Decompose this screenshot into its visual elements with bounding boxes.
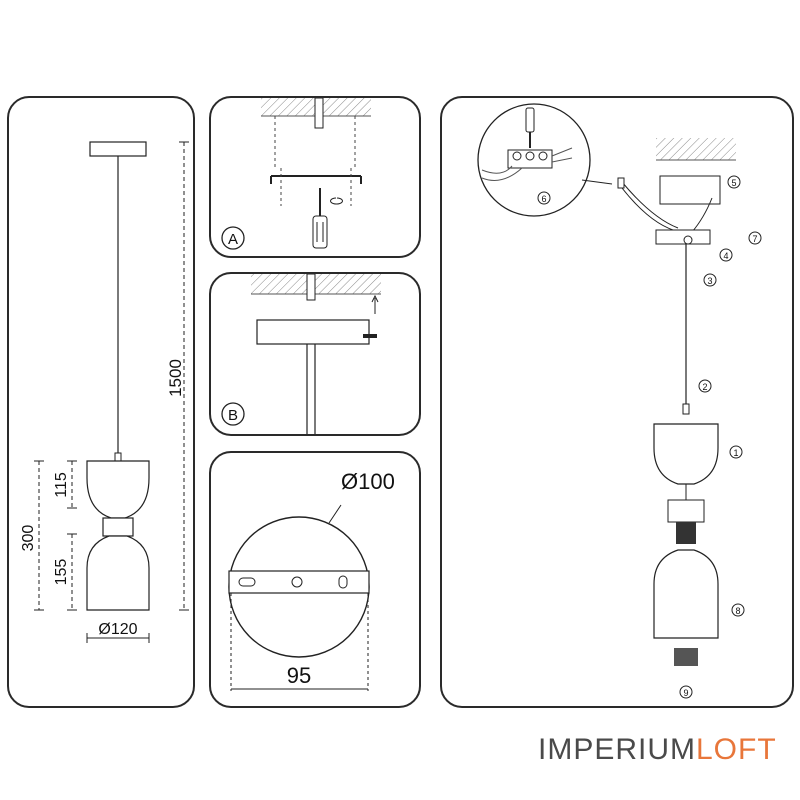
cord-grip bbox=[114, 452, 122, 462]
step-1-label: 1 bbox=[733, 448, 738, 458]
total-height-label: 1500 bbox=[166, 359, 185, 397]
step-7-label: 7 bbox=[752, 234, 757, 244]
ceiling-hook bbox=[314, 98, 324, 129]
step-5-label: 5 bbox=[731, 178, 736, 188]
step-a-panel: A bbox=[209, 96, 421, 258]
mount-width-label: 95 bbox=[287, 663, 311, 688]
bottom-part-label: 155 bbox=[53, 559, 70, 586]
brand-logo: IMPERIUMLOFT bbox=[538, 733, 777, 767]
socket-thread bbox=[676, 522, 696, 544]
screwdriver-icon bbox=[312, 188, 328, 249]
brand-part2: LOFT bbox=[696, 733, 777, 766]
upper-shade bbox=[86, 460, 150, 519]
top-part-label: 115 bbox=[53, 472, 70, 498]
lamp-dimension-drawing: 1500 300 115 155 Ø120 bbox=[20, 141, 189, 643]
screwdriver-icon bbox=[525, 107, 535, 148]
lower-shade bbox=[86, 535, 150, 611]
step-b-drawing: B bbox=[221, 274, 381, 434]
socket bbox=[667, 499, 705, 523]
ceiling bbox=[251, 274, 381, 294]
canopy-plate bbox=[256, 319, 370, 345]
shade-height-label: 300 bbox=[20, 525, 37, 552]
dimensions-panel: 1500 300 115 155 Ø120 bbox=[7, 96, 195, 708]
step-a-drawing: A bbox=[221, 98, 371, 250]
canopy bbox=[655, 229, 711, 245]
step-b-label: B bbox=[228, 407, 238, 424]
diameter-label: Ø120 bbox=[98, 621, 137, 638]
brand-part1: IMPERIUM bbox=[538, 733, 696, 766]
base-drawing: Ø100 95 bbox=[228, 469, 395, 691]
ceiling bbox=[656, 138, 736, 160]
assembly-drawing: 6 5 7 4 3 2 1 bbox=[477, 103, 762, 699]
step-4-label: 4 bbox=[723, 251, 728, 261]
step-9-label: 9 bbox=[683, 688, 688, 698]
step-2-label: 2 bbox=[702, 382, 707, 392]
step-a-label: A bbox=[228, 231, 238, 248]
screw-icon bbox=[363, 334, 377, 338]
rotate-icon bbox=[330, 197, 343, 205]
base-diameter-label: Ø100 bbox=[341, 469, 395, 494]
step-8-label: 8 bbox=[735, 606, 740, 616]
step-b-badge bbox=[221, 402, 245, 426]
socket-collar bbox=[102, 517, 134, 537]
lamp-ring bbox=[674, 648, 698, 666]
step-6-label: 6 bbox=[541, 194, 546, 204]
terminal-block bbox=[481, 147, 573, 181]
step-b-panel: B bbox=[209, 272, 421, 436]
mounting-bracket bbox=[659, 175, 721, 205]
up-arrow-icon bbox=[371, 294, 379, 303]
base-panel: Ø100 95 bbox=[209, 451, 421, 708]
lower-shade bbox=[653, 549, 719, 639]
canopy bbox=[89, 141, 147, 157]
upper-shade bbox=[653, 423, 719, 485]
assembly-panel: 6 5 7 4 3 2 1 bbox=[440, 96, 794, 708]
step-a-badge bbox=[221, 226, 245, 250]
step-3-label: 3 bbox=[707, 276, 712, 286]
mounting-strip bbox=[228, 570, 370, 594]
